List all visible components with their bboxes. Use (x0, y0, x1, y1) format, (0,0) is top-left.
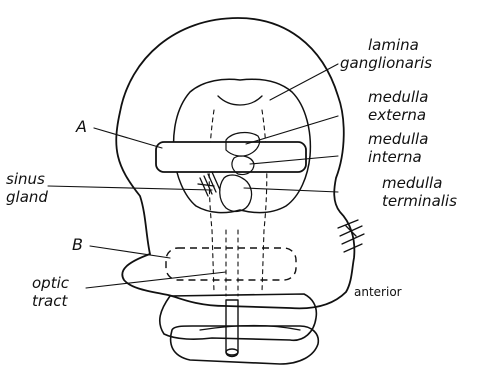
label-medulla-externa-line1: medulla (368, 88, 428, 106)
lamina-notch (218, 96, 262, 105)
label-lamina-line1: lamina (368, 36, 419, 54)
window-a (156, 142, 306, 172)
label-optic-tract-line2: tract (32, 292, 68, 310)
eyestalk-base (160, 294, 319, 364)
label-medulla-externa-line2: externa (368, 106, 426, 124)
label-medulla-interna-line2: interna (368, 148, 422, 166)
window-b (166, 248, 296, 280)
label-sinus-gland-line1: sinus (6, 170, 45, 188)
label-optic-tract-line1: optic (32, 274, 70, 292)
label-window-b: B (72, 235, 83, 254)
label-medulla-terminalis-line1: medulla (382, 174, 442, 192)
leader-lines (48, 64, 338, 288)
label-sinus-gland-line2: gland (6, 188, 48, 206)
internal-dashed-outlines (209, 110, 267, 296)
label-anterior: anterior (354, 285, 402, 299)
medulla-terminalis-structure (220, 175, 252, 211)
optic-tract-tube (226, 300, 238, 357)
label-medulla-interna-line1: medulla (368, 130, 428, 148)
label-window-a: A (75, 117, 87, 136)
label-lamina-line2: ganglionaris (340, 54, 432, 72)
label-medulla-terminalis-line2: terminalis (382, 192, 457, 210)
